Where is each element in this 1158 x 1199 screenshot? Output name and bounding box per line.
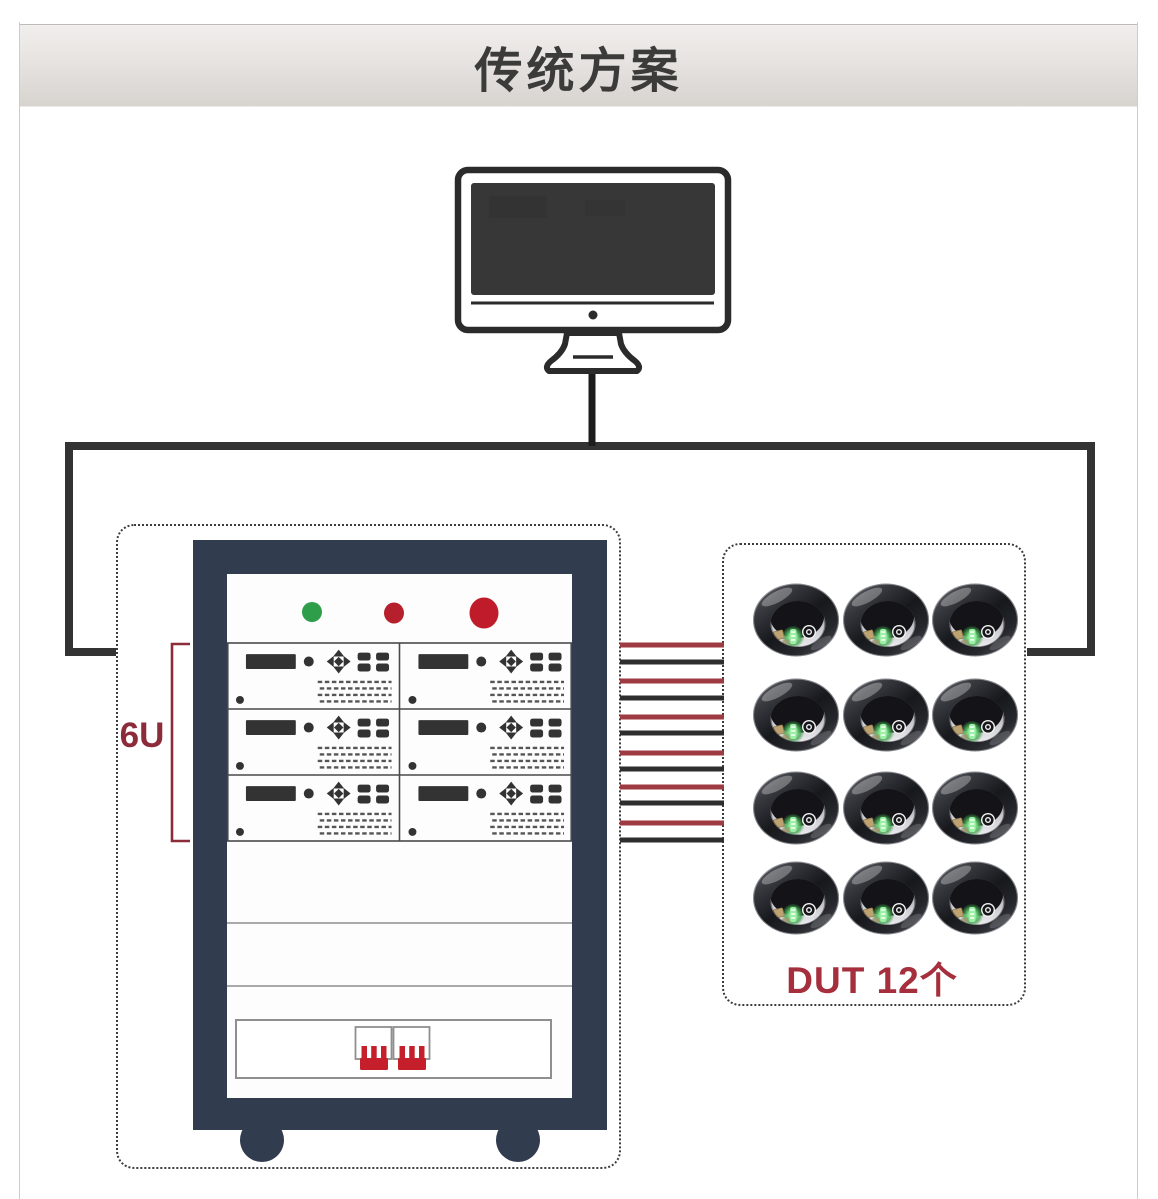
smart-ring-icon [843,679,929,752]
title-bar: 传统方案 [20,24,1137,107]
page-right-border [1137,22,1138,1199]
computer-monitor-icon [454,166,732,374]
smart-ring-icon [843,584,929,657]
instrument-front-panel-icon [234,780,393,838]
dut-count-label: DUT 12个 [786,960,958,1001]
power-connector-icon [360,1046,388,1070]
instrument-front-panel-icon [407,780,566,838]
smart-ring-icon [932,584,1018,657]
dut-test-wires [620,642,724,843]
red-indicator-light-large [469,597,499,629]
ring-grid [722,543,1022,1002]
smart-ring-icon [932,862,1018,935]
smart-ring-icon [843,862,929,935]
page-title: 传统方案 [474,44,683,98]
shelf-dividers [227,922,572,987]
red-indicator-light-small [384,602,404,624]
smart-ring-icon [932,679,1018,752]
io-drawer [235,1019,552,1079]
instrument-front-panel-icon [234,648,393,706]
page-left-border [19,22,20,1199]
smart-ring-icon [753,679,839,752]
smart-ring-icon [843,772,929,845]
smart-ring-icon [753,772,839,845]
indicator-lights [302,597,499,629]
instrument-front-panel-icon [234,714,393,772]
smart-ring-icon [753,862,839,935]
smart-ring-icon [753,584,839,657]
power-connector-icon [398,1046,426,1070]
green-indicator-light [302,602,322,622]
rack-size-label: 6U [119,716,165,755]
instrument-front-panel-icon [407,714,566,772]
smart-ring-icon [932,772,1018,845]
instrument-grid [227,642,572,842]
rack-front-panel [227,574,572,1098]
instrument-front-panel-icon [407,648,566,706]
